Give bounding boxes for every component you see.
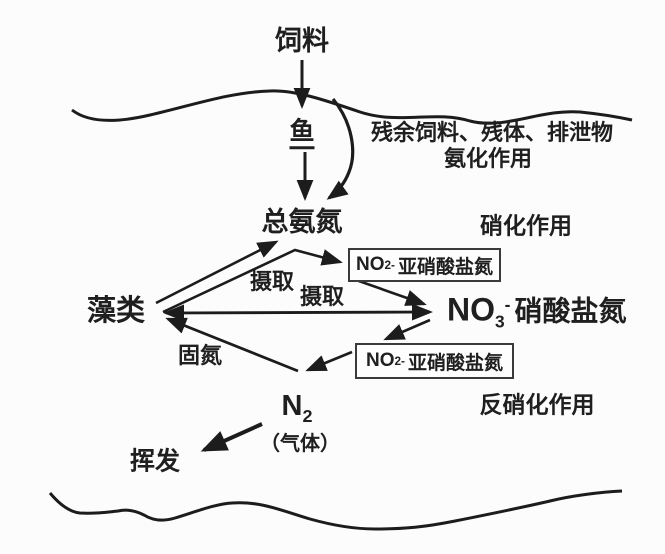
arrow-algae-to-ammonia (155, 240, 279, 305)
nitrate-name: 硝酸盐氮 (514, 295, 627, 327)
node-total-ammonia: 总氨氮 (261, 207, 343, 238)
arrow-nitrite-to-n2 (305, 350, 353, 372)
nitrite-lower-formula: NO (366, 350, 395, 371)
arrow-nitrite-to-nitrate (355, 278, 427, 306)
label-nitrogen-fixation: 固氮 (177, 342, 223, 368)
arrow-residual-to-ammonia (326, 97, 355, 200)
label-ammonification: 氨化作用 (443, 145, 533, 171)
nitrite-upper-formula: NO (356, 254, 385, 275)
node-feed: 饲料 (275, 26, 329, 57)
label-nitrification: 硝化作用 (480, 212, 572, 239)
label-residual: 残余饲料、残体、排泄物 (370, 119, 614, 145)
nitrite-upper-name: 亚硝酸盐氮 (397, 256, 493, 278)
label-uptake-ammonia: 摄取 (249, 268, 295, 294)
node-algae: 藻类 (86, 295, 146, 328)
line-ammonia-to-nitrite-upper (162, 248, 343, 314)
label-n2-gas: （气体） (260, 433, 340, 455)
node-fish: 鱼 (289, 117, 315, 150)
water-surface-line (71, 89, 633, 125)
node-nitrate: NO3-硝酸盐氮 (447, 291, 627, 332)
nitrate-formula: NO (447, 291, 495, 328)
label-denitrification: 反硝化作用 (479, 391, 595, 418)
node-n2: N2 (281, 390, 313, 427)
nitrite-lower-name: 亚硝酸盐氮 (407, 352, 503, 374)
arrow-nitrate-to-nitrite-lower (383, 318, 431, 341)
label-uptake-nitrate: 摄取 (299, 283, 345, 309)
pond-bottom-line (48, 489, 623, 531)
arrow-n2-to-volatilization (200, 422, 263, 452)
arrow-n2-to-algae (165, 317, 299, 373)
arrow-nitrate-to-algae (163, 303, 433, 322)
node-volatilization: 挥发 (129, 447, 181, 476)
